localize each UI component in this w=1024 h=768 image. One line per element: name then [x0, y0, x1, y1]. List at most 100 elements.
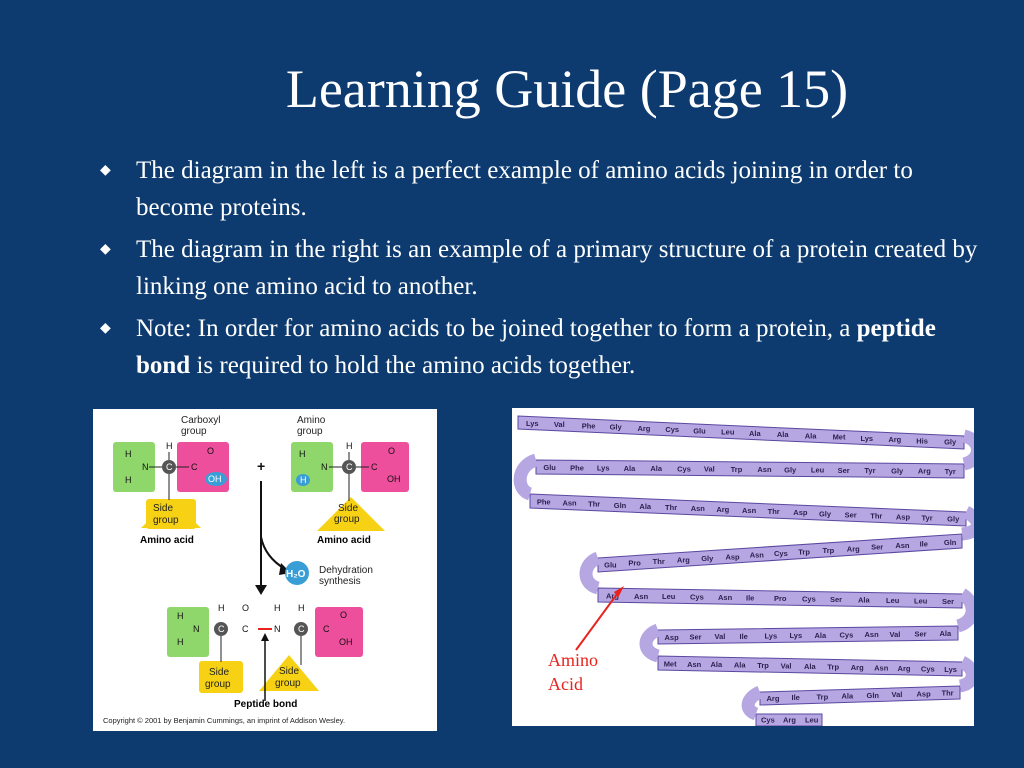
amino-acid-residue: Asn: [750, 551, 765, 560]
amino-acid-residue: Ser: [942, 597, 954, 606]
amino-acid-residue: Ala: [734, 661, 747, 670]
amino-acid-residue: Ser: [830, 595, 842, 604]
side-group-label-1: Side: [153, 503, 173, 514]
alpha-carbon: [162, 460, 176, 474]
amino-acid-residue: Ala: [804, 662, 817, 671]
amino-acid-residue: Trp: [757, 661, 769, 670]
dehydration-synthesis-diagram: Carboxyl group H H N C H C O OH Side gro…: [93, 409, 437, 731]
amino-acid-residue: Leu: [914, 596, 928, 605]
amino-acid-residue: Ala: [777, 430, 790, 439]
amino-acid-residue: Lys: [597, 464, 610, 473]
diamond-bullet-icon: ◆: [100, 242, 111, 257]
amino-acid-residue: Cys: [761, 716, 775, 725]
amino-acid-residue: His: [916, 436, 928, 445]
side-group-label-2: group: [153, 515, 179, 526]
amino-acid-residue: Arg: [767, 694, 780, 703]
amino-acid-residue: Ala: [710, 660, 723, 669]
amino-acid-residue: Trp: [798, 547, 810, 556]
amino-acid-residue: Arg: [637, 424, 650, 433]
bullet-text: The diagram in the left is a perfect exa…: [136, 157, 913, 221]
side-group-box: [146, 499, 196, 529]
atom-h: H: [298, 603, 305, 613]
side-group-label-1: Side: [279, 666, 299, 677]
alpha-carbon: [294, 622, 308, 636]
amino-group-box: [167, 607, 209, 657]
amino-acid-residue: Ala: [650, 464, 663, 473]
amino-acid-residue: Gly: [819, 509, 832, 518]
ribbon-turn: [741, 686, 764, 721]
diamond-bullet-icon: ◆: [100, 163, 111, 178]
atom-h: H: [299, 449, 306, 459]
bullet-text: The diagram in the right is an example o…: [136, 236, 978, 300]
diamond-bullet-icon: ◆: [100, 321, 111, 336]
amino-acid-residue: Leu: [721, 428, 735, 437]
peptide-bond-label: Peptide bond: [234, 699, 297, 710]
amino-acid-residue: Lys: [944, 665, 957, 674]
amino-acid-residue: Gly: [891, 466, 904, 475]
atom-h: H: [300, 475, 307, 485]
amino-acid-residue: Gln: [867, 691, 880, 700]
ribbon-segment-row: [755, 713, 823, 726]
amino-acid-residue: Trp: [827, 663, 839, 672]
amino-acid-residue: Gly: [784, 465, 797, 474]
amino-acid-residue: Ser: [845, 510, 857, 519]
bullet-item: ◆ The diagram in the right is an example…: [100, 231, 980, 305]
hydroxyl-highlight: [205, 472, 227, 486]
atom-c: C: [323, 624, 330, 634]
amino-acid-residue: Ala: [749, 429, 762, 438]
amino-acid-residue: Val: [781, 662, 792, 671]
bullet-text-after: is required to hold the amino acids toge…: [190, 352, 636, 379]
h2o-label: H₂O: [286, 569, 306, 580]
amino-acid-residue: Arg: [677, 555, 690, 564]
atom-h: H: [177, 611, 184, 621]
amino-acid-residue: Lys: [526, 419, 539, 428]
amino-acid-residue: Asn: [757, 465, 772, 474]
amino-acid-residue: Gly: [610, 423, 623, 432]
amino-acid-residue: Val: [554, 420, 565, 429]
amino-acid-residue: Gly: [944, 438, 957, 447]
ribbon-segment-row: [597, 587, 963, 609]
atom-h: H: [125, 449, 132, 459]
amino-acid-residue: Cys: [802, 595, 816, 604]
carboxyl-label-1: Carboxyl: [181, 415, 220, 426]
amino-acid-residue: Ala: [805, 431, 818, 440]
atom-o: O: [340, 610, 347, 620]
ribbon-turn: [579, 551, 602, 595]
amino-acid-residue: Ile: [746, 594, 754, 603]
amino-acid-residue: Asn: [691, 504, 706, 513]
side-group-label-2: group: [275, 678, 301, 689]
amino-acid-residue: Asn: [874, 663, 889, 672]
amino-acid-residue: Cys: [774, 549, 788, 558]
amino-acid-label: Amino acid: [317, 535, 371, 546]
amino-acid-label: Amino acid: [140, 535, 194, 546]
atom-c: C: [166, 462, 173, 472]
atom-h: H: [346, 441, 353, 451]
amino-acid-residue: Ala: [815, 631, 828, 640]
ribbon-segment-row: [657, 625, 959, 645]
amino-acid-residue: Gly: [947, 515, 960, 524]
amino-group-box: [113, 442, 155, 492]
amino-acid-residue: Tyr: [922, 513, 933, 522]
amino-group-label-1: Amino: [297, 415, 326, 426]
dehydration-synthesis-svg: Carboxyl group H H N C H C O OH Side gro…: [103, 415, 409, 725]
amino-acid-residue: Glu: [543, 463, 556, 472]
carboxyl-label-2: group: [181, 426, 207, 437]
amino-acid-residue: Phe: [582, 421, 596, 430]
hydrogen-highlight: [296, 474, 310, 486]
side-group-label-1: Side: [338, 503, 358, 514]
atom-o: O: [242, 603, 249, 613]
amino-acid-residue: Tyr: [945, 467, 956, 476]
alpha-carbon: [214, 622, 228, 636]
amino-acid-residue: Cys: [921, 664, 935, 673]
side-group-shape: [317, 497, 385, 531]
amino-acid-residue: Gln: [614, 501, 627, 510]
amino-acid-residue: Leu: [662, 592, 676, 601]
atom-h: H: [218, 603, 225, 613]
amino-acid-residue: Thr: [588, 500, 600, 509]
amino-acid-residue: Pro: [774, 594, 787, 603]
amino-acid-residue: Ser: [871, 543, 883, 552]
amino-acid-residue: Asp: [665, 633, 680, 642]
amino-acid-residue: Trp: [823, 546, 835, 555]
amino-acid-residue: Val: [892, 690, 903, 699]
amino-acid-residue: Asn: [687, 660, 702, 669]
